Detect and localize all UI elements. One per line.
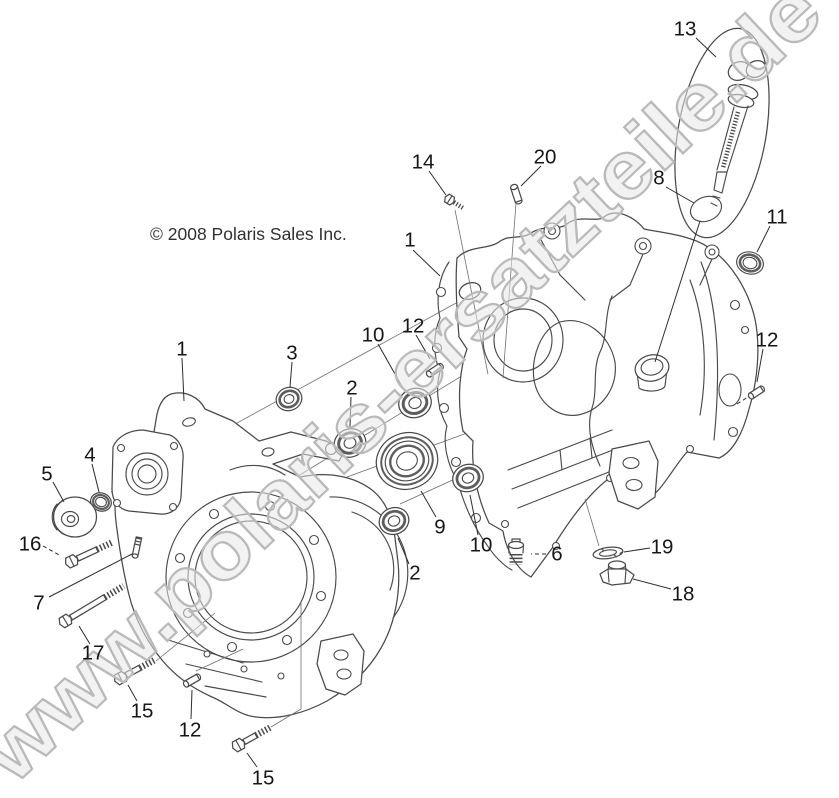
bearing-2-lower	[378, 506, 410, 536]
callout-label-8: 8	[653, 167, 664, 190]
callout-label-14: 14	[412, 151, 435, 174]
callout-label-12: 12	[756, 329, 779, 352]
dipstick	[710, 59, 767, 207]
bolt-16	[65, 538, 115, 569]
bearing-9-large	[375, 432, 439, 490]
callout-label-11: 11	[766, 206, 787, 229]
dowel-pin-20	[509, 183, 523, 205]
dowel-pin-12-upper	[425, 362, 444, 378]
callout-label-9: 9	[434, 516, 445, 539]
dowel-pin-12-bottom	[182, 673, 202, 688]
callout-label-1: 1	[176, 338, 187, 361]
callout-label-18: 18	[672, 583, 695, 606]
callout-label-10: 10	[470, 534, 493, 557]
bearing-2-upper	[333, 428, 367, 458]
callout-label-4: 4	[84, 444, 95, 467]
seal-4	[90, 492, 112, 512]
callout-label-2: 2	[346, 377, 357, 400]
callout-label-17: 17	[82, 642, 105, 665]
stud-7	[131, 536, 143, 559]
callout-label-5: 5	[41, 463, 52, 486]
callout-label-16: 16	[19, 533, 42, 556]
screw-14	[443, 193, 466, 211]
drain-plug-18	[599, 560, 635, 586]
bolt-15-bottom	[231, 724, 272, 753]
callout-label-3: 3	[286, 342, 297, 365]
copyright-text: © 2008 Polaris Sales Inc.	[150, 224, 347, 244]
callout-label-12: 12	[402, 315, 425, 338]
bearing-3	[275, 386, 303, 412]
bearings-and-seals	[51, 251, 764, 538]
washer-19	[592, 546, 624, 560]
callout-labels: 1122345678910101112121213141515161718192…	[19, 18, 788, 790]
plug-5	[51, 496, 98, 538]
dowel-pin-12-right	[747, 385, 766, 400]
bearing-10-lower	[452, 463, 484, 493]
screw-plug-6	[507, 538, 525, 565]
right-crankcase-half	[455, 212, 759, 578]
oil-fill-hole-8	[689, 195, 723, 223]
bearing-10-upper	[398, 387, 432, 419]
crankcase-gasket	[431, 261, 513, 571]
seal-11	[736, 251, 764, 275]
callout-label-19: 19	[651, 536, 674, 559]
callout-label-10: 10	[362, 324, 385, 347]
bolt-17	[58, 583, 126, 629]
fasteners	[58, 183, 766, 753]
callout-label-15: 15	[131, 700, 154, 723]
dipstick-assembly	[674, 27, 770, 239]
bolt-15-left	[113, 657, 156, 686]
callout-label-12: 12	[179, 719, 202, 742]
callout-label-2: 2	[409, 562, 420, 585]
callout-label-1: 1	[404, 229, 415, 252]
callout-label-7: 7	[33, 592, 44, 615]
callout-label-20: 20	[534, 146, 557, 169]
leader-lines	[42, 37, 771, 768]
callout-label-6: 6	[551, 543, 562, 566]
callout-label-15: 15	[252, 767, 275, 790]
callout-label-13: 13	[674, 18, 697, 41]
